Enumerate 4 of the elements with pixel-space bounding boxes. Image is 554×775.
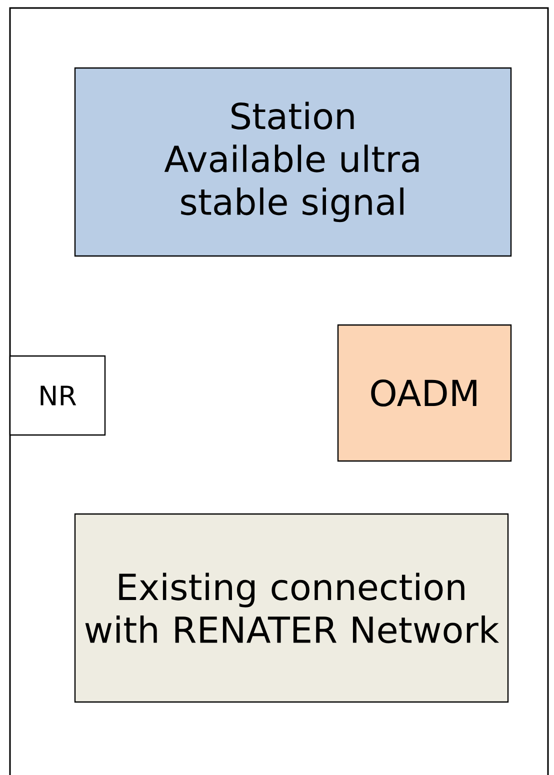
- network-box: OADM: [337, 324, 512, 462]
- network-box: Existing connection with RENATER Network: [74, 513, 509, 703]
- network-box: Station Available ultra stable signal: [74, 67, 512, 257]
- label-box: NR: [9, 355, 106, 436]
